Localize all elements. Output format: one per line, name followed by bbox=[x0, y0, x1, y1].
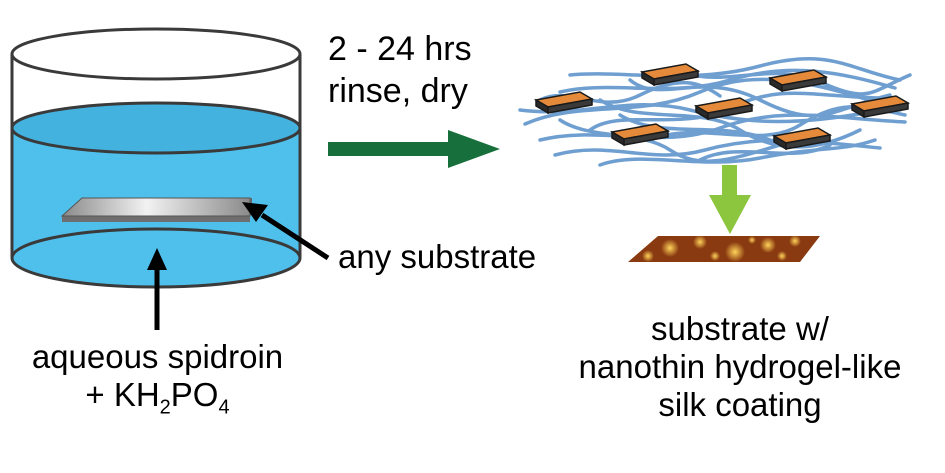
coated-substrate bbox=[628, 235, 820, 262]
substrate-plate bbox=[60, 197, 252, 222]
step-action-label: rinse, dry bbox=[328, 72, 468, 110]
solution-formula-sub2: 4 bbox=[218, 396, 230, 419]
solution-label-line1: aqueous spidroin bbox=[31, 338, 284, 375]
down-arrow bbox=[709, 165, 751, 234]
sheet-stack bbox=[849, 95, 911, 119]
result-label-line1: substrate w/ bbox=[651, 310, 829, 347]
sheet-stack bbox=[609, 123, 671, 147]
result-label-line3: silk coating bbox=[658, 386, 822, 423]
water-surface bbox=[10, 101, 302, 155]
substrate-label: any substrate bbox=[338, 238, 537, 275]
protein-sheet-stacks bbox=[533, 63, 911, 151]
beaker bbox=[10, 27, 302, 289]
result-label: substrate w/ nanothin hydrogel-like silk… bbox=[540, 310, 940, 424]
sheet-stack bbox=[533, 91, 595, 115]
solution-pointer-arrow bbox=[147, 248, 167, 330]
sheet-stack bbox=[767, 69, 829, 93]
process-arrow bbox=[328, 130, 500, 168]
solution-label-line2: + KH2PO4 bbox=[0, 376, 315, 418]
result-label-line2: nanothin hydrogel-like bbox=[578, 348, 902, 385]
solution-formula-sub1: 2 bbox=[159, 396, 171, 419]
sheet-stack bbox=[639, 63, 701, 87]
beaker-rim bbox=[10, 27, 302, 81]
sheet-stack bbox=[693, 97, 755, 121]
solution-label: aqueous spidroin + KH2PO4 bbox=[0, 338, 315, 418]
solution-formula-prefix: + KH bbox=[85, 376, 160, 413]
sheet-stack bbox=[771, 127, 833, 151]
solution-formula-mid: PO bbox=[170, 376, 219, 413]
step-time-label: 2 - 24 hrs bbox=[328, 30, 472, 68]
substrate-pointer-arrow bbox=[242, 202, 330, 261]
